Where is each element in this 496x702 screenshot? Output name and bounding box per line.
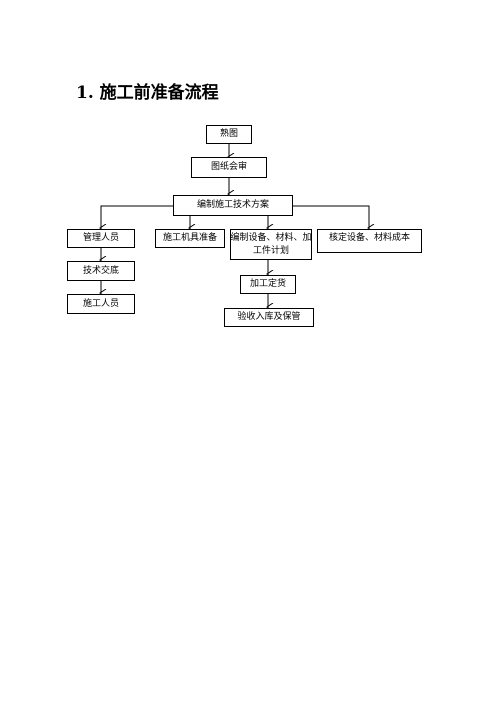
arrow-plan-management [101,205,173,228]
arrow-plan-cost [293,205,369,228]
page-title: 1. 施工前准备流程 [76,83,219,103]
box-technical-briefing: 技术交底 [67,261,135,281]
box-material-plan: 编制设备、材料、加 工件计划 [230,229,312,260]
box-construction-workers: 施工人员 [67,294,135,314]
box-cost-verification: 核定设备、材料成本 [317,229,422,253]
box-tool-preparation: 施工机具准备 [155,229,225,248]
box-acceptance-storage: 验收入库及保管 [224,308,314,327]
box-construction-plan: 编制施工技术方案 [173,195,293,216]
box-ketu: 熟图 [206,125,252,144]
box-drawing-review: 图纸会审 [191,157,267,178]
box-management-staff: 管理人员 [67,229,135,248]
box-processing-order: 加工定货 [240,275,296,294]
